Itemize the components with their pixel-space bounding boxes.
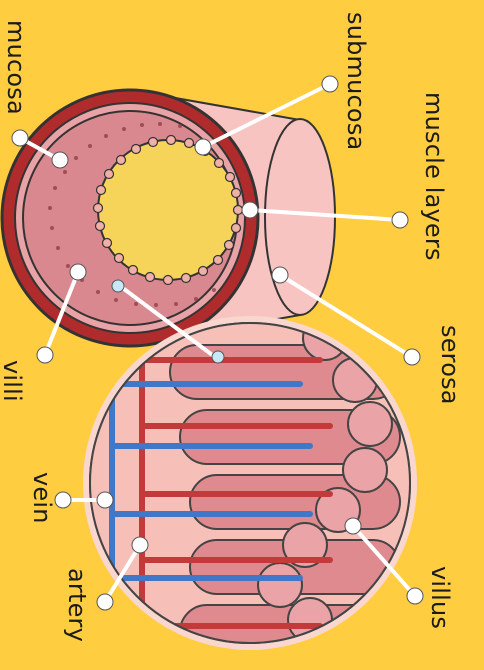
label-artery: artery: [65, 568, 89, 642]
zoomed-villi-view: [83, 316, 417, 659]
label-serosa: serosa: [438, 325, 462, 405]
cross-section: [2, 90, 258, 346]
label-villus: villus: [428, 566, 452, 629]
label-submucosa: submucosa: [344, 12, 368, 150]
label-vein: vein: [30, 472, 54, 524]
label-muscle-layers: muscle layers: [422, 92, 446, 261]
label-villi: villi: [0, 360, 24, 402]
label-mucosa: mucosa: [4, 20, 28, 115]
